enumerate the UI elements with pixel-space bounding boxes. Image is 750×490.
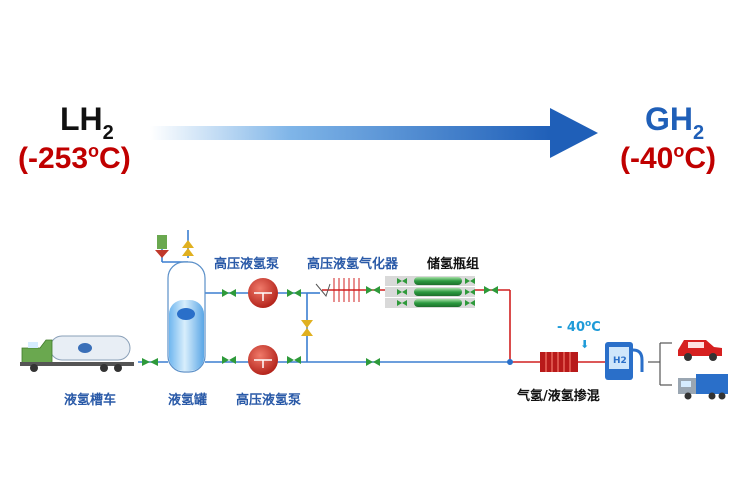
cylinder-bank-icon [385,276,475,308]
tanker-truck-icon [20,335,134,372]
relief-valve-icon [155,235,169,258]
valve-icon [484,286,498,294]
dispenser-badge: H2 [613,356,627,366]
truck-icon [678,374,728,400]
down-arrow-icon: ⬇ [580,338,589,351]
valve-icon [366,358,380,366]
svg-text:(-253oC): (-253oC) [18,141,131,175]
valve-icon [222,356,236,364]
vent-valve-icon [182,240,194,256]
valve-icon [222,289,236,297]
source-title: LH2 (-253oC) [18,101,131,175]
valve-icon [287,289,301,297]
vaporizer-label: 高压液氢气化器 [307,256,399,272]
cross-valve-icon [301,320,313,336]
svg-text:LH2: LH2 [60,101,114,144]
valve-icon [142,358,158,366]
mixing-junction [507,359,513,365]
tanker-label: 液氢槽车 [64,392,116,408]
mix-temp-label: - 40oC [557,319,601,335]
cylinder-bank-label: 储氢瓶组 [426,256,479,272]
liquid-hydrogen-tank-icon [167,261,206,373]
tank-label: 液氢罐 [168,392,207,408]
pump-bottom-icon [248,345,278,375]
dispenser-icon: H2 [605,342,644,380]
distribution-fork [648,342,672,386]
valve-icon [366,286,380,294]
mixer-heater-icon [540,352,578,372]
mix-label: 气氢/液氢掺混 [517,388,600,404]
svg-text:(-40oC): (-40oC) [620,141,716,175]
conversion-arrow [150,108,598,158]
valves [142,286,498,366]
pump-top-icon [248,278,278,308]
pump-top-label: 高压液氢泵 [214,256,279,272]
car-icon [678,340,722,361]
vaporizer-icon [315,278,360,302]
target-title: GH2 (-40oC) [620,101,716,175]
svg-text:GH2: GH2 [645,101,704,144]
pump-bottom-label: 高压液氢泵 [236,392,301,408]
valve-icon [287,356,301,364]
